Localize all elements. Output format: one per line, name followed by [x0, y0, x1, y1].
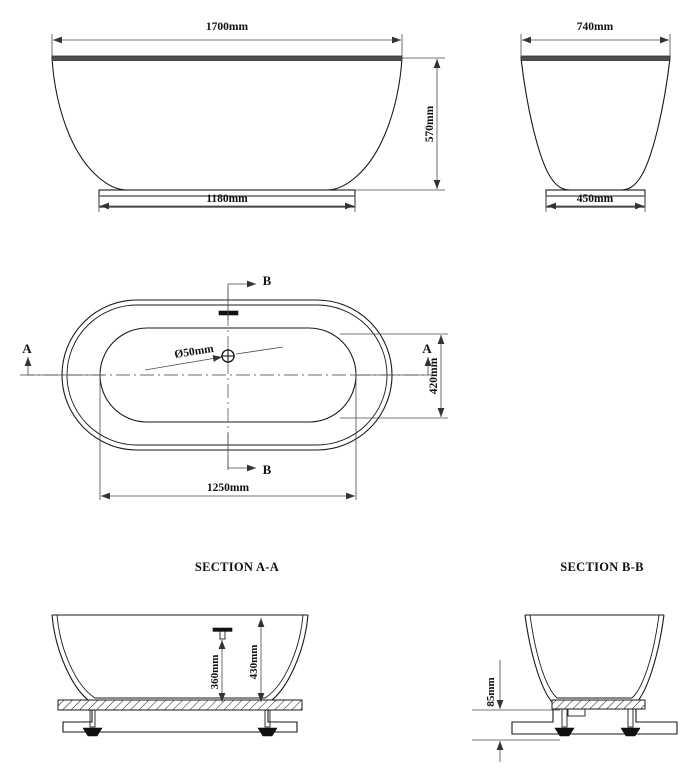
bath-side-outline	[520, 57, 671, 191]
view-section-bb: 85mm	[472, 614, 678, 762]
bath-rim	[51, 55, 403, 61]
dimension-360mm-label: 360mm	[209, 655, 221, 690]
section-mark-a-right-label: A	[422, 341, 432, 356]
section-mark-a-right: A	[352, 341, 432, 376]
section-bb-foot-left	[554, 708, 575, 737]
section-aa-overflow-fitting	[212, 627, 233, 640]
dimension-85mm: 85mm	[472, 660, 560, 762]
view-side-elevation: 740mm 450mm	[520, 21, 671, 212]
waste-outlet	[221, 349, 235, 363]
overflow-fitting-plan	[218, 310, 239, 316]
section-aa-foot-right	[257, 709, 278, 737]
bath-body-outline	[51, 57, 403, 191]
dimension-430mm-label: 430mm	[248, 645, 260, 680]
section-aa-title: SECTION A-A	[195, 560, 279, 574]
section-bb-title: SECTION B-B	[560, 560, 644, 574]
section-aa-base-panel	[57, 699, 303, 711]
section-bb-waste-block	[567, 708, 586, 717]
dimension-740mm: 740mm	[520, 21, 671, 58]
dimension-1250mm-label: 1250mm	[207, 482, 250, 494]
section-mark-b-bottom: B	[227, 434, 272, 477]
dimension-450mm-label: 450mm	[577, 193, 614, 205]
dimension-1700mm-label: 1700mm	[206, 21, 249, 33]
dimension-waste-diameter-label: Ø50mm	[174, 343, 215, 361]
dimension-waste-diameter: Ø50mm	[144, 343, 284, 371]
dimension-360mm: 360mm	[209, 640, 226, 702]
section-mark-b-top-label: B	[263, 273, 272, 288]
dimension-420mm: 420mm	[340, 333, 448, 419]
dimension-85mm-label: 85mm	[485, 677, 497, 706]
section-mark-b-bottom-label: B	[263, 462, 272, 477]
view-plan: Ø50mm A A B B 420mm	[20, 273, 448, 500]
section-aa-foot-left	[82, 709, 103, 737]
section-aa-inner-shell	[56, 614, 304, 699]
dimension-430mm: 430mm	[248, 618, 265, 702]
dimension-1180mm: 1180mm	[98, 193, 356, 212]
dimension-570mm-label: 570mm	[424, 105, 436, 142]
section-mark-b-top: B	[227, 273, 272, 320]
dimension-740mm-label: 740mm	[577, 21, 614, 33]
dimension-570mm: 570mm	[355, 57, 445, 191]
view-front-elevation: 1700mm 570mm 1180mm	[51, 21, 445, 212]
view-section-aa: 360mm 430mm	[51, 614, 309, 737]
section-bb-base-panel	[551, 699, 646, 710]
bath-side-rim	[520, 55, 671, 61]
dimension-450mm: 450mm	[545, 193, 646, 212]
dimension-1250mm: 1250mm	[99, 372, 357, 500]
section-mark-a-left-label: A	[22, 341, 32, 356]
section-bb-outer-shell	[524, 614, 665, 704]
section-bb-foot-right	[620, 708, 641, 737]
section-mark-a-left: A	[22, 341, 104, 376]
section-bb-inner-shell	[529, 614, 660, 699]
dimension-1700mm: 1700mm	[51, 21, 403, 58]
dimension-1180mm-label: 1180mm	[206, 193, 248, 205]
section-aa-outer-shell	[51, 614, 309, 704]
dimension-420mm-label: 420mm	[428, 357, 440, 394]
